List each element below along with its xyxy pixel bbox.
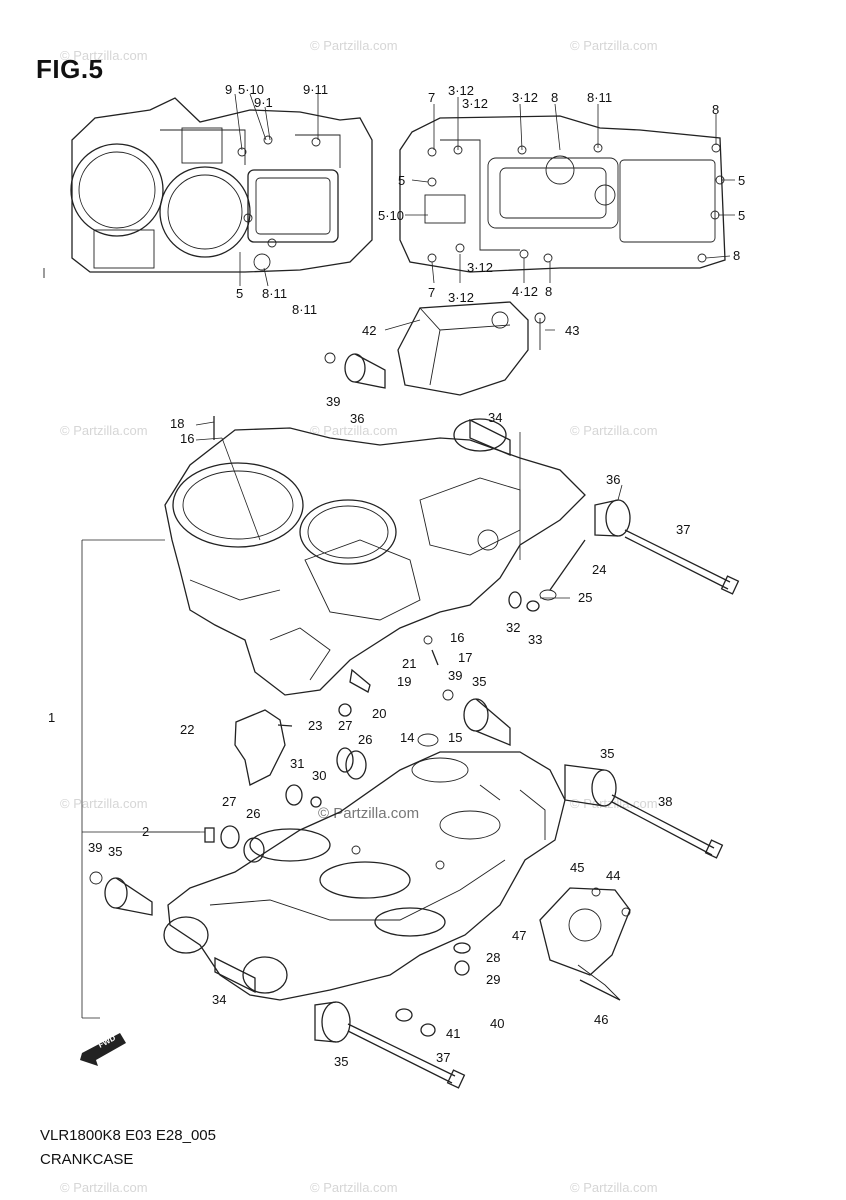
model-code: VLR1800K8 E03 E28_005: [40, 1127, 216, 1144]
watermark: © Partzilla.com: [60, 48, 148, 63]
watermark: © Partzilla.com: [570, 423, 658, 438]
callout-label: 5·10: [378, 208, 404, 223]
figure-name: CRANKCASE: [40, 1151, 134, 1168]
callout-label: 9·1: [254, 95, 273, 110]
watermark: © Partzilla.com: [310, 1180, 398, 1195]
callout-label: 31: [290, 756, 304, 771]
callout-label: 26: [246, 806, 260, 821]
oil-pump-cover-44: [539, 887, 631, 1001]
callout-label: 5·10: [238, 82, 264, 97]
watermark-center: © Partzilla.com: [318, 805, 419, 822]
callout-label: 45: [570, 860, 584, 875]
figure-title: FIG.5: [36, 54, 104, 84]
callout-label: 3·12: [512, 90, 538, 105]
callout-label: 5: [738, 173, 745, 188]
watermark: © Partzilla.com: [60, 423, 148, 438]
callout-label: 29: [486, 972, 500, 987]
callout-label: 20: [372, 706, 386, 721]
callout-label: 8·11: [262, 286, 287, 301]
callout-label: 16: [180, 431, 194, 446]
callout-label: 40: [490, 1016, 504, 1031]
callout-label: 5: [236, 286, 243, 301]
small-parts: [89, 352, 740, 1089]
callout-label: 41: [446, 1026, 460, 1041]
callout-label: 26: [358, 732, 372, 747]
callout-label: 39: [326, 394, 340, 409]
watermark: © Partzilla.com: [570, 38, 658, 53]
callout-label: 34: [212, 992, 226, 1007]
lower-crankcase: [163, 751, 566, 1001]
callout-label: 37: [436, 1050, 450, 1065]
callout-label: 2: [142, 824, 149, 839]
callout-label: 23: [308, 718, 322, 733]
callout-label: 44: [606, 868, 620, 883]
callout-label: 35: [472, 674, 486, 689]
callout-label: 9: [225, 82, 232, 97]
upper-crankcase: [164, 418, 586, 696]
callout-label: 7: [428, 285, 435, 300]
callout-label: 36: [350, 411, 364, 426]
callout-label: 15: [448, 730, 462, 745]
watermark: © Partzilla.com: [310, 423, 398, 438]
callout-label: 30: [312, 768, 326, 783]
callout-label: 8: [545, 284, 552, 299]
callout-label: 38: [658, 794, 672, 809]
callout-label: 9·11: [303, 82, 328, 97]
fwd-arrow: FWD: [80, 1033, 126, 1066]
callout-label: 5: [398, 173, 405, 188]
watermark: © Partzilla.com: [60, 796, 148, 811]
callout-label: 35: [600, 746, 614, 761]
callout-label: 8: [712, 102, 719, 117]
callout-label: 25: [578, 590, 592, 605]
callout-label: 17: [458, 650, 472, 665]
callout-label: 43: [565, 323, 579, 338]
callout-label: 36: [606, 472, 620, 487]
leader-lines: [81, 93, 735, 1019]
callout-label: 47: [512, 928, 526, 943]
callout-label: 39: [88, 840, 102, 855]
callout-label: 37: [676, 522, 690, 537]
callout-label: 28: [486, 950, 500, 965]
callout-label: 24: [592, 562, 606, 577]
callout-label: 3·12: [448, 290, 474, 305]
callout-label: 14: [400, 730, 414, 745]
callout-label: 3·12: [467, 260, 493, 275]
callout-label: 35: [108, 844, 122, 859]
callout-label: 3·12: [448, 83, 474, 98]
callout-label: 42: [362, 323, 376, 338]
crankcase-top-view-left: [43, 97, 373, 278]
callout-label: 7: [428, 90, 435, 105]
callout-label: 5: [738, 208, 745, 223]
callout-label: 8: [551, 90, 558, 105]
watermark: © Partzilla.com: [310, 38, 398, 53]
crankcase-top-view-right: [399, 115, 726, 273]
callout-label: 32: [506, 620, 520, 635]
callout-label: 16: [450, 630, 464, 645]
callout-label: 8·11: [587, 90, 612, 105]
callout-label: 3·12: [462, 96, 488, 111]
callout-label: 33: [528, 632, 542, 647]
cover-part-42: [397, 301, 546, 396]
callout-label: 34: [488, 410, 502, 425]
callout-label: 39: [448, 668, 462, 683]
callout-label: 21: [402, 656, 416, 671]
callout-label: 18: [170, 416, 184, 431]
callout-label: 46: [594, 1012, 608, 1027]
callout-label: 22: [180, 722, 194, 737]
callout-label: 4·12: [512, 284, 538, 299]
callout-label: 8: [733, 248, 740, 263]
callout-label: 27: [222, 794, 236, 809]
callout-label: 19: [397, 674, 411, 689]
watermark: © Partzilla.com: [60, 1180, 148, 1195]
callout-label: 1: [48, 710, 55, 725]
watermark: © Partzilla.com: [570, 1180, 658, 1195]
callout-label: 8·11: [292, 302, 317, 317]
callout-label: 35: [334, 1054, 348, 1069]
callout-label: 27: [338, 718, 352, 733]
